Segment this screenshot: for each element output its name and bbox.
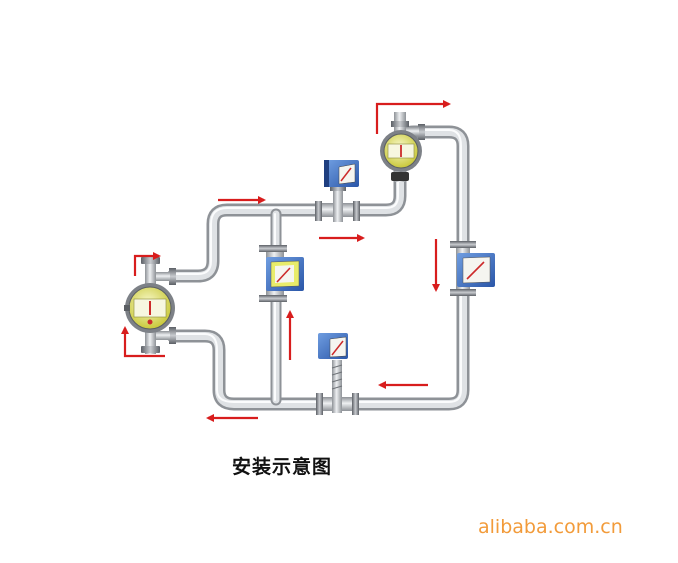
right-vertical-meter <box>450 241 495 296</box>
top-horizontal-meter <box>315 160 360 222</box>
top-right-meter <box>380 112 425 182</box>
flow-arrows <box>121 100 451 422</box>
arrow-top-right-corner <box>375 100 451 134</box>
arrow-left-meter-bottom <box>121 326 165 358</box>
watermark-text: alibaba.com.cn <box>478 516 623 538</box>
pipe-network <box>166 125 470 411</box>
bottom-meter <box>316 333 359 415</box>
diagram-caption: 安装示意图 <box>232 456 333 478</box>
left-vertical-meter <box>124 257 176 354</box>
arrow-left-meter-top <box>133 252 161 276</box>
center-meter <box>259 245 304 302</box>
